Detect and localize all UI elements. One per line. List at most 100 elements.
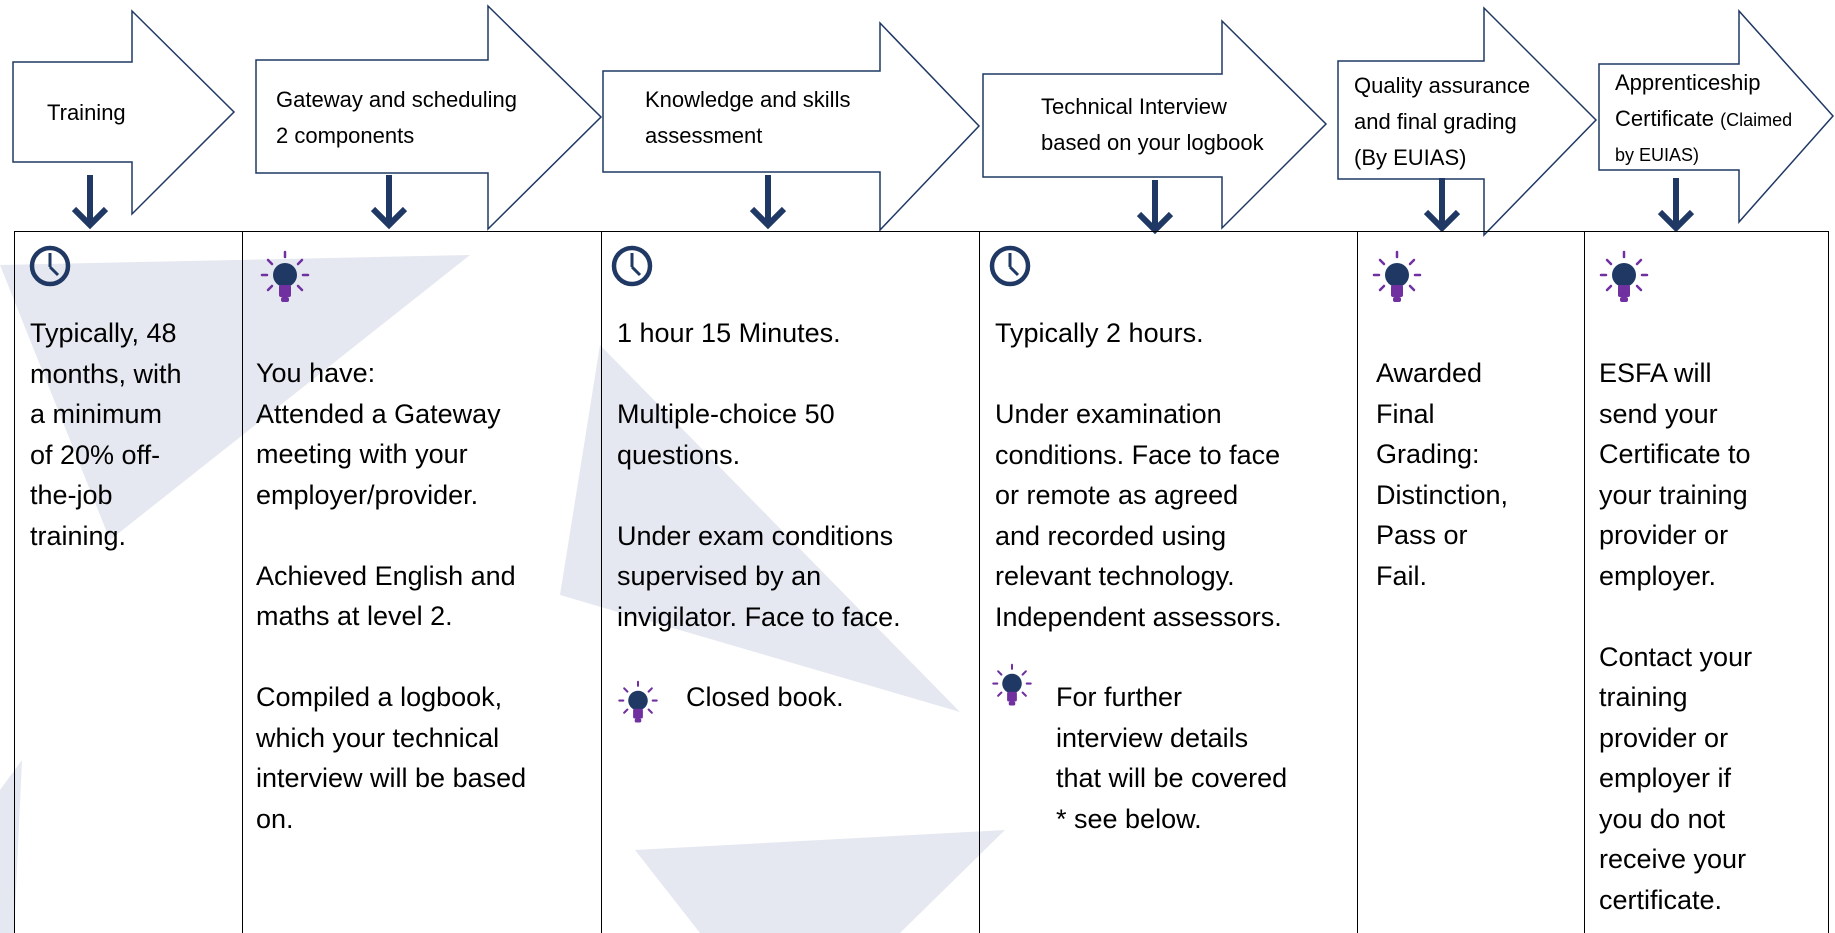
clock-icon	[611, 245, 653, 287]
table-column	[242, 231, 602, 933]
body-line: Fail.	[1376, 560, 1428, 591]
step-label-quality-1: Quality assurance	[1354, 73, 1531, 98]
body-line: the-job	[30, 480, 113, 510]
body-line: training	[1599, 682, 1688, 712]
body-line: Attended a Gateway	[256, 398, 501, 429]
body-line: maths at level 2.	[256, 601, 453, 631]
body-line: 1 hour 15 Minutes.	[617, 318, 841, 348]
body-line: Contact your	[1599, 641, 1753, 672]
body-line: invigilator. Face to face.	[617, 601, 901, 632]
body-line: receive your	[1599, 844, 1747, 874]
body-line: Under exam conditions	[617, 520, 894, 551]
down-arrow-icon	[1423, 178, 1461, 233]
step-label-quality-2: and final grading	[1354, 109, 1517, 134]
step-label-gateway-1: Gateway and scheduling	[276, 87, 517, 112]
body-line: conditions. Face to face	[995, 439, 1281, 470]
body-line: meeting with your	[256, 439, 468, 469]
body-line: which your technical	[256, 722, 500, 753]
table-column	[1357, 231, 1585, 933]
body-line: Multiple-choice 50	[617, 399, 835, 429]
down-arrow-icon	[1657, 178, 1695, 233]
body-line: Achieved English and	[256, 560, 516, 591]
step-label-interview-2: based on your logbook	[1041, 130, 1264, 155]
step-label-certificate-1: Apprenticeship	[1615, 70, 1761, 95]
body-line: a minimum	[30, 399, 163, 429]
step-arrow-interview: Technical Interview based on your logboo…	[982, 19, 1328, 230]
body-line: Final	[1376, 398, 1435, 429]
body-line: and recorded using	[995, 520, 1227, 551]
body-line: supervised by an	[617, 561, 822, 591]
body-line: provider or	[1599, 520, 1729, 550]
lightbulb-icon	[992, 663, 1032, 706]
cell-training: Typically, 48 months, with a minimum of …	[30, 313, 235, 556]
step-arrow-certificate: Apprenticeship Certificate (Claimed by E…	[1598, 9, 1835, 225]
body-line: Awarded	[1376, 358, 1483, 388]
body-line: of 20% off-	[30, 439, 161, 470]
cell-certificate: ESFA will send your Certificate to your …	[1599, 353, 1824, 920]
down-arrow-icon	[370, 175, 408, 230]
step-label-certificate-3: by EUIAS)	[1615, 145, 1700, 165]
body-line: your training	[1599, 479, 1748, 510]
step-arrow-gateway: Gateway and scheduling 2 components	[255, 4, 603, 231]
body-line: employer/provider.	[256, 479, 479, 510]
step-arrow-quality: Quality assurance and final grading (By …	[1337, 6, 1598, 237]
down-arrow-icon	[1136, 180, 1174, 235]
clock-icon	[29, 245, 71, 287]
step-label-training: Training	[47, 100, 126, 125]
body-line: relevant technology.	[995, 561, 1235, 591]
body-line: months, with	[30, 358, 182, 389]
body-line: Typically, 48	[30, 318, 177, 348]
step-label-gateway-2: 2 components	[276, 123, 415, 148]
table-column	[14, 231, 243, 933]
body-line: Under examination	[995, 399, 1222, 429]
step-label-quality-3: (By EUIAS)	[1354, 145, 1467, 170]
note-line: For further	[1056, 682, 1183, 712]
body-line: employer.	[1599, 560, 1717, 591]
note-line: * see below.	[1056, 803, 1202, 834]
body-line: Compiled a logbook,	[256, 682, 503, 712]
body-line: Certificate to	[1599, 439, 1751, 469]
steps-table	[14, 231, 1829, 933]
lightbulb-icon	[260, 250, 310, 302]
lightbulb-icon	[1599, 250, 1649, 302]
table-column	[1584, 231, 1829, 933]
body-line: you do not	[1599, 803, 1726, 834]
body-line: training.	[30, 520, 127, 551]
step-arrow-knowledge: Knowledge and skills assessment	[602, 21, 981, 232]
cell-gateway: You have: Attended a Gateway meeting wit…	[256, 353, 596, 839]
body-line: Grading:	[1376, 439, 1480, 469]
body-line: Pass or	[1376, 520, 1468, 550]
step-label-knowledge-2: assessment	[645, 123, 763, 148]
body-line: Typically 2 hours.	[995, 318, 1204, 348]
lightbulb-icon	[1372, 250, 1422, 302]
body-line: You have:	[256, 358, 376, 388]
body-line: ESFA will	[1599, 358, 1712, 388]
table-column	[979, 231, 1358, 933]
body-line: Distinction,	[1376, 479, 1509, 510]
body-line: or remote as agreed	[995, 480, 1239, 510]
body-line: employer if	[1599, 763, 1732, 793]
down-arrow-icon	[749, 175, 787, 230]
note-line: interview details	[1056, 722, 1249, 753]
body-line: interview will be based	[256, 763, 527, 793]
body-line: send your	[1599, 398, 1718, 429]
body-line: Independent assessors.	[995, 601, 1282, 632]
body-line: provider or	[1599, 722, 1729, 753]
body-line: questions.	[617, 439, 741, 470]
cell-knowledge: 1 hour 15 Minutes. Multiple-choice 50 qu…	[617, 313, 977, 637]
interview-note: For further interview details that will …	[1056, 677, 1356, 839]
step-arrow-training: Training	[12, 9, 236, 216]
lightbulb-icon	[618, 680, 658, 723]
note-line: that will be covered	[1056, 763, 1288, 793]
cell-quality: Awarded Final Grading: Distinction, Pass…	[1376, 353, 1581, 596]
table-column	[601, 231, 980, 933]
cell-interview: Typically 2 hours. Under examination con…	[995, 313, 1355, 637]
down-arrow-icon	[71, 175, 109, 230]
body-line: on.	[256, 803, 294, 834]
closed-book-note: Closed book.	[686, 677, 844, 718]
step-label-interview-1: Technical Interview	[1041, 94, 1227, 119]
clock-icon	[989, 245, 1031, 287]
body-line: certificate.	[1599, 884, 1723, 915]
step-label-knowledge-1: Knowledge and skills	[645, 87, 851, 112]
